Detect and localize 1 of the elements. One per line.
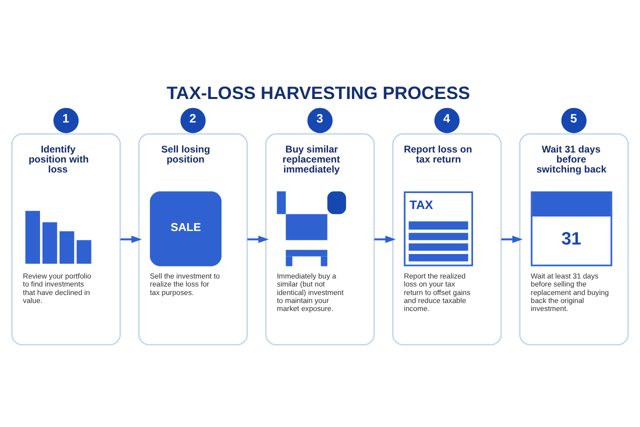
diagram-title: TAX-LOSS HARVESTING PROCESS — [166, 83, 470, 104]
